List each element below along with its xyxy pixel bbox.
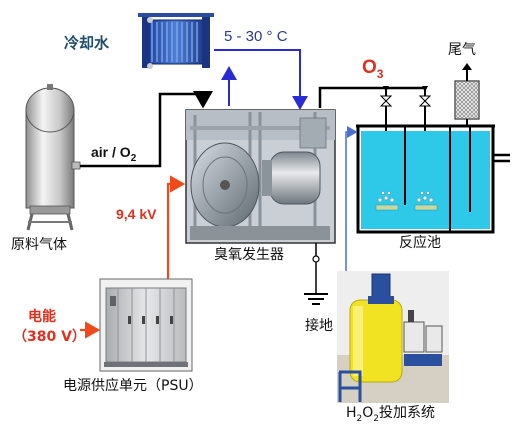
ozone-generator-photo-icon	[185, 109, 336, 244]
gas-storage-tank-icon	[25, 84, 81, 231]
h2o2-dosing-station-icon	[337, 271, 449, 403]
air-o2-subscript: 2	[130, 152, 137, 164]
temperature-range-label: 5 - 30 ° C	[224, 28, 288, 45]
power-supply-cabinet-icon	[99, 278, 193, 372]
ground-symbol-icon	[304, 243, 328, 305]
signal-line	[345, 126, 358, 300]
power-voltage-label: （380 V）	[13, 329, 86, 345]
voltage-label: 9,4 kV	[116, 206, 157, 222]
psu-label: 电源供应单元（PSU）	[63, 378, 203, 394]
cooling-water-label: 冷却水	[64, 34, 110, 52]
valve-2-icon[interactable]	[418, 95, 432, 107]
ozone-subscript: 3	[376, 66, 384, 81]
ozone-label: O3	[362, 58, 383, 80]
reactor-label: 反应池	[399, 235, 441, 251]
h2o2-part1: H	[346, 405, 357, 421]
air-o2-label: air / O2	[91, 145, 136, 164]
ground-label: 接地	[305, 318, 333, 334]
ozone-base: O	[362, 57, 377, 78]
h2o2-part2: O	[362, 405, 374, 421]
h2o2-part3: 投加系统	[379, 405, 436, 421]
air-o2-base: air / O	[91, 144, 131, 160]
valve-1-icon[interactable]	[379, 95, 393, 107]
h2o2-dosing-label: H2O2投加系统	[346, 406, 435, 424]
h2o2-sub1: 2	[356, 413, 363, 424]
reactor-tank	[356, 124, 510, 234]
tail-gas-filter-icon	[454, 63, 480, 126]
h2o2-sub2: 2	[373, 413, 380, 424]
feed-gas-pipe	[80, 91, 213, 168]
raw-gas-label: 原料气体	[11, 237, 67, 253]
plate-heat-exchanger-icon	[138, 13, 214, 69]
power-label: 电能	[28, 309, 56, 325]
ozone-generator-label: 臭氧发生器	[214, 247, 284, 263]
tail-gas-label: 尾气	[448, 42, 476, 58]
cooling-supply-line	[214, 49, 308, 110]
ozone-pipe	[318, 86, 425, 108]
high-voltage-line	[166, 175, 186, 279]
